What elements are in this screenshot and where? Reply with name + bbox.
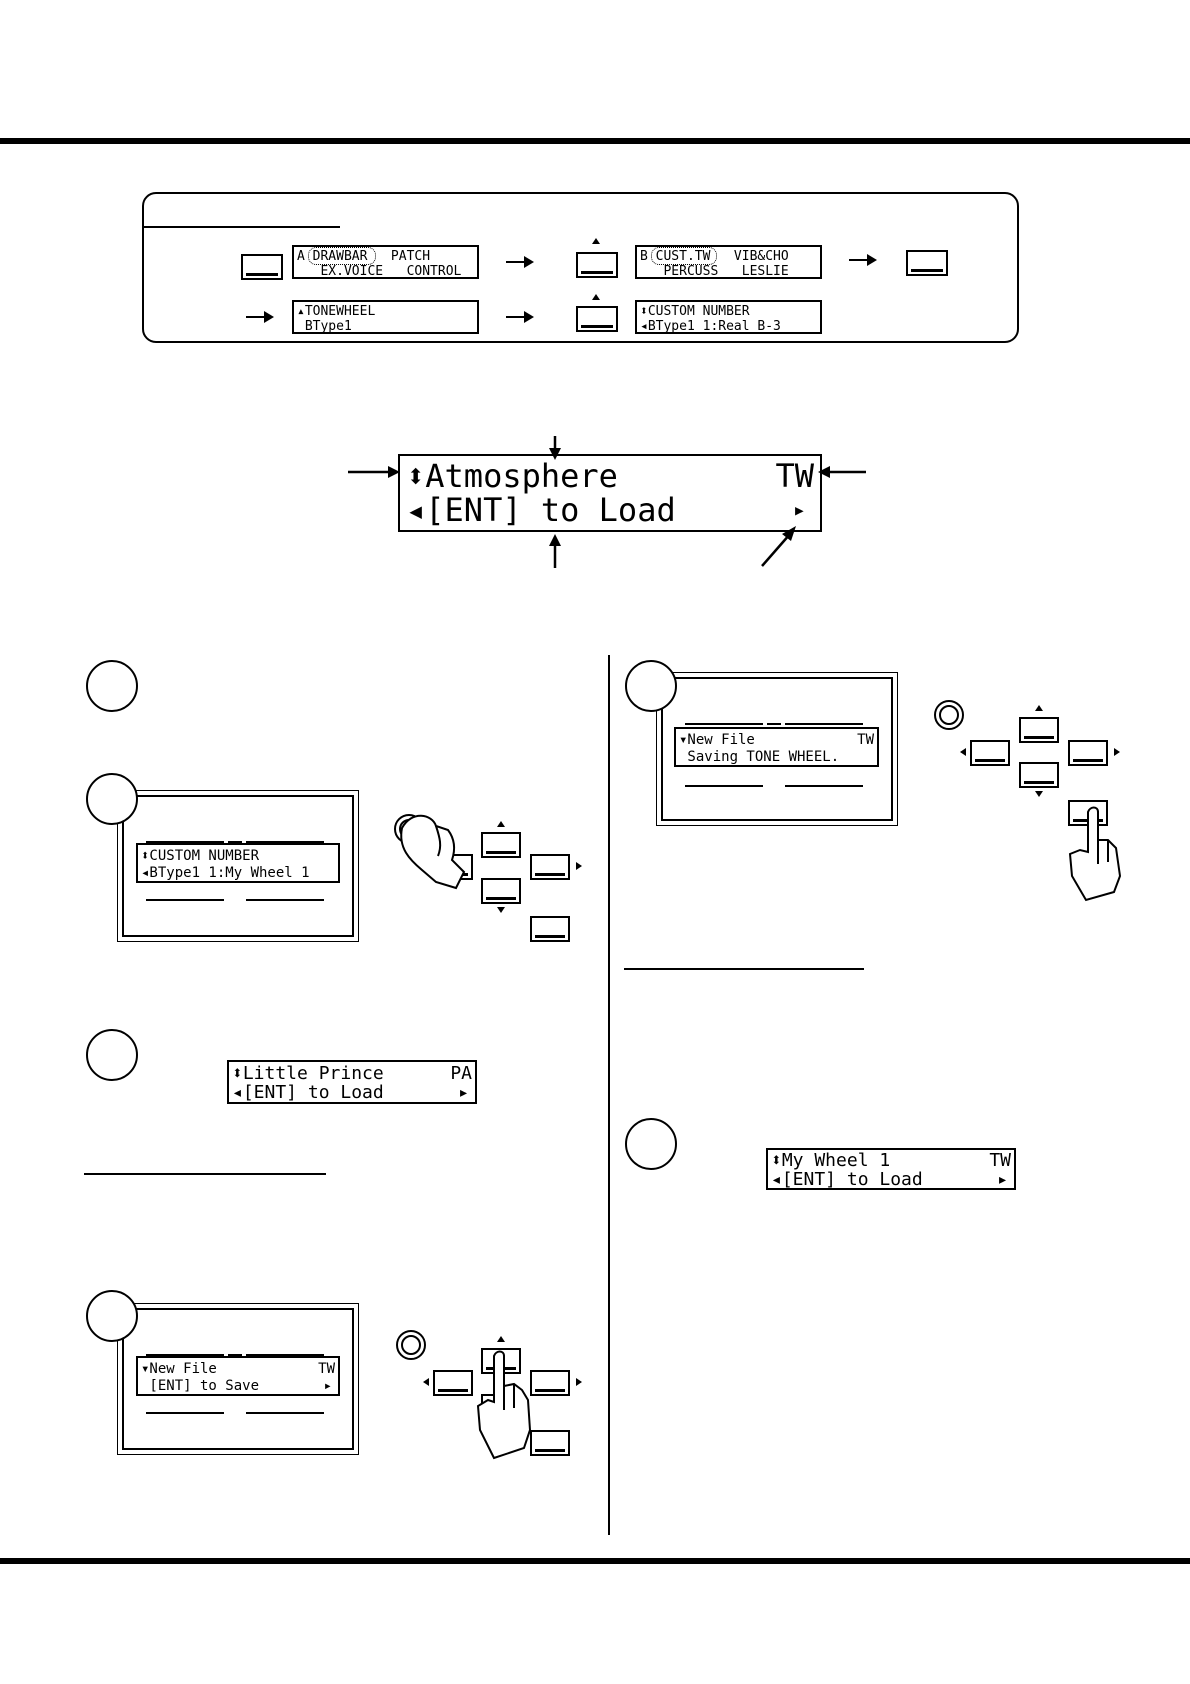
- step-6-lcd: ⬍My Wheel 1 TW ◂[ENT] to Load ▸: [766, 1148, 1016, 1190]
- lcd-line-2: ◂[ENT] to Load: [406, 491, 676, 529]
- lcd-line-1-right: TW: [775, 457, 814, 495]
- highlight-ring: [308, 247, 376, 265]
- lcd-custom-number: ⬍CUSTOM NUMBER ◂BType1 1:Real B-3: [635, 300, 822, 334]
- up-button[interactable]: [576, 252, 618, 278]
- enter-button[interactable]: [530, 916, 570, 942]
- lcd-line-right: ▸: [458, 1082, 469, 1103]
- lcd-line-right: TW: [318, 1361, 335, 1377]
- down-button[interactable]: [481, 878, 521, 904]
- down-button[interactable]: [1019, 762, 1059, 788]
- lcd-line: ◂[ENT] to Load: [232, 1082, 384, 1103]
- value-knob[interactable]: [396, 1330, 426, 1360]
- top-rule: [0, 138, 1190, 144]
- lcd-line: ▾New File: [141, 1361, 217, 1377]
- up-arrow-icon: [592, 238, 600, 244]
- lcd-line: ⬍Little Prince: [232, 1063, 384, 1084]
- lcd-line-right: PA: [450, 1063, 472, 1084]
- up-arrow-icon: [592, 294, 600, 300]
- left-button[interactable]: [970, 740, 1010, 766]
- main-lcd-display: ⬍Atmosphere TW ◂[ENT] to Load ▸: [398, 454, 822, 532]
- lcd-top-menu-b: B CUST.TW VIB&CHO PERCUSS LESLIE: [635, 245, 822, 279]
- left-arrow-icon: [960, 748, 966, 756]
- right-button[interactable]: [1068, 740, 1108, 766]
- lcd-line-2-right: ▸: [792, 498, 806, 523]
- nav-box-heading-line: [144, 226, 340, 228]
- down-arrow-icon: [1035, 791, 1043, 797]
- lcd-line: PERCUSS LESLIE: [640, 264, 789, 279]
- left-arrow-icon: [423, 1378, 429, 1386]
- lcd-line: EX.VOICE CONTROL: [297, 264, 462, 279]
- step-4-lcd: ▾New File TW [ENT] to Save ▸: [136, 1356, 340, 1396]
- lcd-line-right: TW: [857, 732, 874, 748]
- lcd-line: ⬍CUSTOM NUMBER: [141, 848, 260, 864]
- step-6-circle: [625, 1118, 677, 1170]
- lcd-line: ⬍CUSTOM NUMBER: [640, 304, 750, 319]
- step-5-circle: [625, 660, 677, 712]
- step-5-lcd: ▾New File TW Saving TONE WHEEL.: [674, 727, 879, 767]
- left-button[interactable]: [433, 1370, 473, 1396]
- step-3-lcd: ⬍Little Prince PA ◂[ENT] to Load ▸: [227, 1060, 477, 1104]
- value-knob[interactable]: [934, 700, 964, 730]
- up-button[interactable]: [481, 832, 521, 858]
- bottom-rule: [0, 1558, 1190, 1564]
- enter-button[interactable]: [906, 250, 948, 276]
- section-heading-line: [84, 1173, 326, 1175]
- up-arrow-icon: [497, 821, 505, 827]
- lcd-top-menu-a: A DRAWBAR PATCH EX.VOICE CONTROL: [292, 245, 479, 279]
- right-arrow-icon: [506, 256, 534, 268]
- right-arrow-icon: [1114, 748, 1120, 756]
- right-arrow-icon: [576, 862, 582, 870]
- lcd-line: A DRAWBAR PATCH: [297, 249, 431, 264]
- lcd-line-right: ▸: [323, 1378, 332, 1394]
- lcd-line: ⬍My Wheel 1: [771, 1150, 891, 1171]
- step-1-circle: [86, 660, 138, 712]
- step-4-circle: [86, 1290, 138, 1342]
- lcd-line: ◂BType1 1:My Wheel 1: [141, 865, 310, 881]
- pointing-hand-icon: [1068, 806, 1122, 902]
- right-arrow-icon: [506, 311, 534, 323]
- lcd-line: ◂[ENT] to Load: [771, 1169, 923, 1190]
- column-divider: [608, 655, 610, 1535]
- pointing-hand-icon: [476, 1350, 532, 1460]
- up-button[interactable]: [576, 306, 618, 332]
- lcd-line-1: ⬍Atmosphere: [406, 457, 618, 495]
- up-arrow-icon: [497, 1336, 505, 1342]
- step-3-circle: [86, 1029, 138, 1081]
- callout-arrows: [348, 436, 866, 568]
- lcd-line: ◂BType1 1:Real B-3: [640, 319, 781, 334]
- right-arrow-icon: [246, 311, 274, 323]
- down-arrow-icon: [497, 907, 505, 913]
- lcd-line: Saving TONE WHEEL.: [679, 749, 840, 765]
- up-arrow-icon: [1035, 705, 1043, 711]
- right-arrow-icon: [576, 1378, 582, 1386]
- step-2-circle: [86, 773, 138, 825]
- menu-button[interactable]: [241, 254, 283, 280]
- lcd-line: ▾New File: [679, 732, 755, 748]
- lcd-line: B CUST.TW VIB&CHO: [640, 249, 789, 264]
- lcd-line: BType1: [297, 319, 352, 334]
- right-arrow-icon: [849, 254, 877, 266]
- step-2-lcd: ⬍CUSTOM NUMBER ◂BType1 1:My Wheel 1: [136, 843, 340, 883]
- navigation-box: [142, 192, 1019, 343]
- highlight-ring: [651, 247, 717, 265]
- lcd-line: ▴TONEWHEEL: [297, 304, 376, 319]
- right-button[interactable]: [530, 1370, 570, 1396]
- section-heading-line: [624, 968, 864, 970]
- right-button[interactable]: [530, 854, 570, 880]
- enter-button[interactable]: [530, 1430, 570, 1456]
- up-button[interactable]: [1019, 717, 1059, 743]
- lcd-line-right: ▸: [997, 1169, 1008, 1190]
- lcd-line: [ENT] to Save: [141, 1378, 260, 1394]
- lcd-tonewheel: ▴TONEWHEEL BType1: [292, 300, 479, 334]
- pointing-hand-icon: [400, 814, 466, 890]
- lcd-line-right: TW: [989, 1150, 1011, 1171]
